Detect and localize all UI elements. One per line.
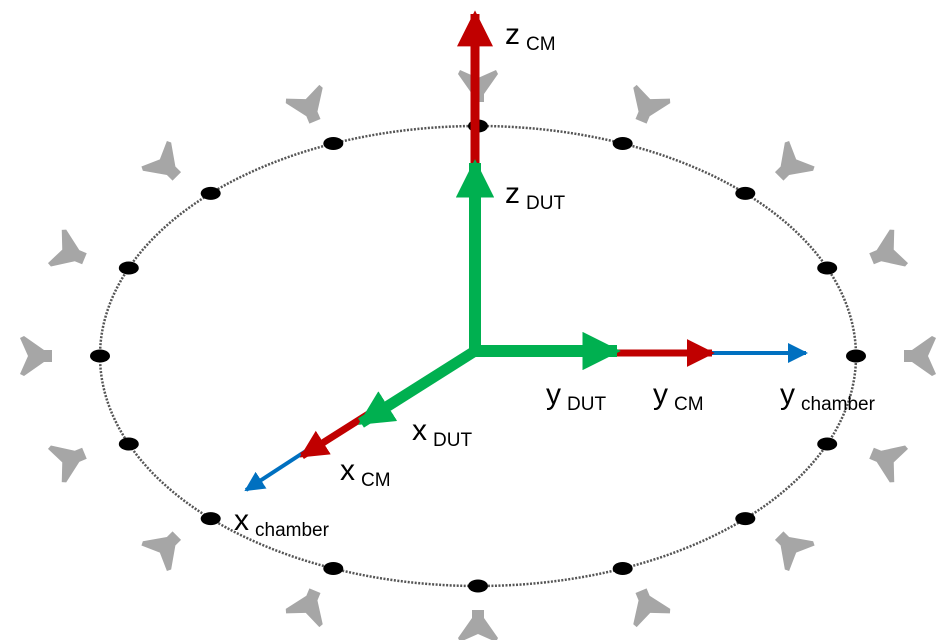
probe-dot-icon <box>735 186 756 200</box>
probe-dot-icon <box>118 437 139 451</box>
antenna-horn-icon <box>141 531 182 571</box>
antenna-horn-icon <box>869 445 909 483</box>
antenna-horn-icon <box>141 141 182 181</box>
probe-dot-icon <box>118 261 139 275</box>
probe-dot-icon <box>817 261 838 275</box>
probe-dot-icon <box>612 562 633 575</box>
antenna-horn-icon <box>633 588 671 628</box>
antenna-horn-icon <box>47 445 87 483</box>
antenna-horn-icon <box>285 84 323 124</box>
antenna-horn-icon <box>285 588 323 628</box>
antenna-horn-icon <box>904 336 936 376</box>
probe-dot-icon <box>735 512 756 526</box>
antenna-horn-icon <box>774 141 815 181</box>
antenna-horn-icon <box>633 84 671 124</box>
antenna-horn-icon <box>458 610 498 640</box>
probe-dot-icon <box>817 437 838 451</box>
x-dut-axis <box>358 346 478 428</box>
probe-dot-icon <box>200 512 221 526</box>
probe-dot-icon <box>200 186 221 200</box>
probe-dot-icon <box>846 349 866 363</box>
probe-dot-icon <box>323 137 344 150</box>
probe-dot-icon <box>468 579 488 593</box>
antenna-horn-icon <box>20 336 52 376</box>
probe-dot-icon <box>90 349 110 363</box>
antenna-array <box>20 70 936 640</box>
probe-dot-icon <box>323 562 344 575</box>
antenna-horn-icon <box>774 531 815 571</box>
probe-dot-icon <box>612 137 633 150</box>
antenna-horn-icon <box>869 229 909 267</box>
antenna-horn-icon <box>47 229 87 267</box>
